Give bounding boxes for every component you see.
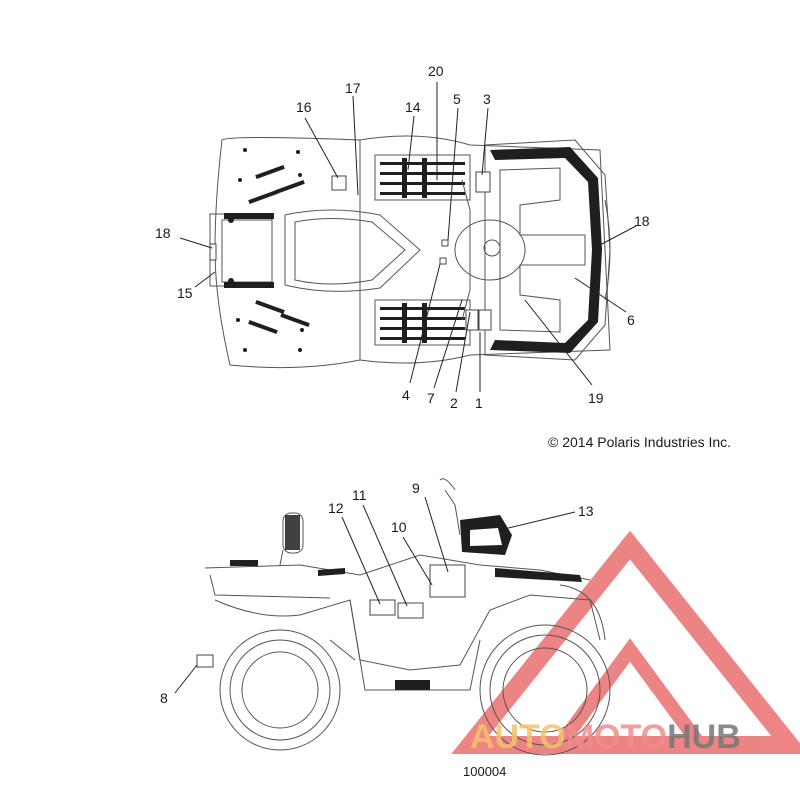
callout-9: 9 [412,480,420,496]
callout-19: 19 [588,390,604,406]
top-view-atv [209,135,611,369]
watermark-auto: AUTO [470,718,566,756]
callout-5: 5 [453,91,461,107]
callout-13: 13 [578,503,594,519]
callout-7: 7 [427,390,435,406]
callout-15: 15 [177,285,193,301]
callout-10: 10 [391,519,407,535]
callout-16: 16 [296,99,312,115]
top-view-callouts: 20 17 16 14 5 3 18 18 15 6 4 7 2 1 19 [155,63,650,411]
figure-number: 100004 [463,764,506,779]
callout-11: 11 [352,487,367,503]
automotohub-watermark-logo [451,530,800,754]
watermark-moto: MOTO [566,718,667,756]
callout-3: 3 [483,91,491,107]
callout-20: 20 [428,63,444,79]
callout-4: 4 [402,387,410,403]
callout-17: 17 [345,80,361,96]
callout-8: 8 [160,690,168,706]
callout-14: 14 [405,99,421,115]
top-view-leaders [179,82,637,393]
side-view-leaders [174,496,576,694]
watermark-hub: HUB [667,718,741,756]
callout-18-right: 18 [634,213,650,229]
copyright-text: © 2014 Polaris Industries Inc. [548,434,731,450]
svg-text:AUTOMOTOHUB: AUTOMOTOHUB [470,718,741,756]
callout-2: 2 [450,395,458,411]
automotohub-watermark-text: AUTOMOTOHUB [470,718,741,756]
side-view-callouts: 9 11 12 10 13 8 [160,480,594,706]
callout-6: 6 [627,312,635,328]
callout-18-left: 18 [155,225,171,241]
side-view-atv [196,478,611,756]
callout-12: 12 [328,500,344,516]
callout-1: 1 [475,395,483,411]
